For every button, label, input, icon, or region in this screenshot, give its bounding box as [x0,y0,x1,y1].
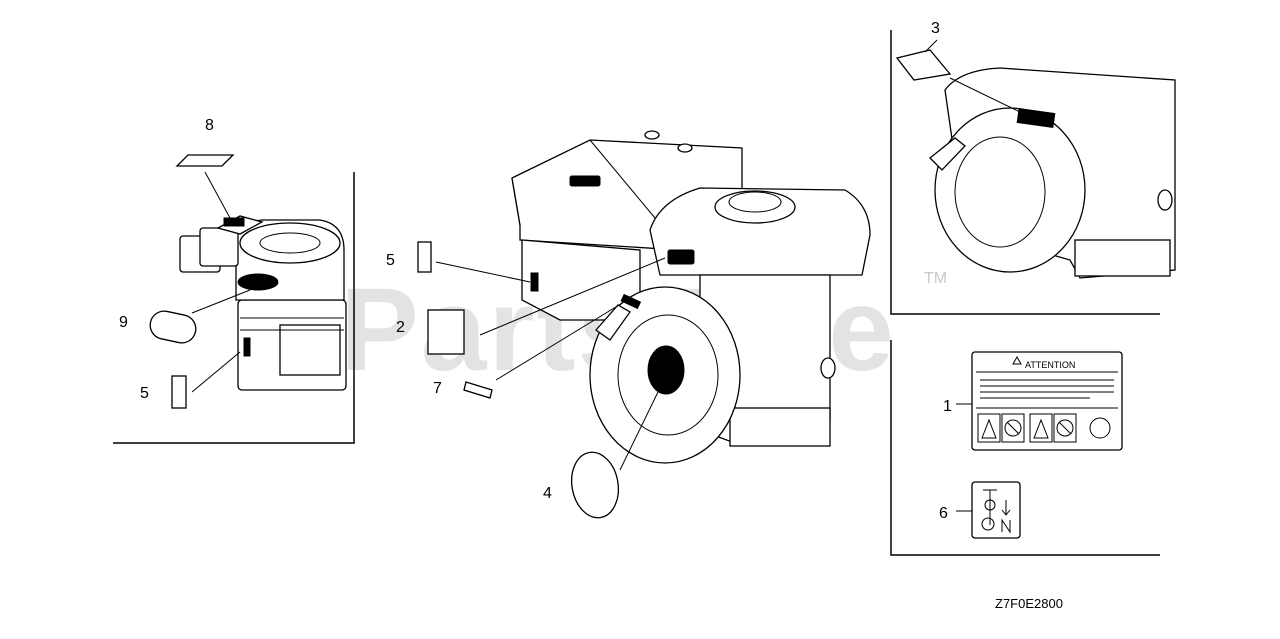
part-7-label-shape [463,381,493,399]
starter-emblem [647,345,685,395]
callout-6[interactable]: 6 [939,505,948,522]
leader-line-9 [191,289,251,314]
center-callouts: 5 2 7 4 [386,241,666,519]
left-inset-panel: 8 9 5 [113,117,355,444]
leader-line-3b [949,77,1021,113]
top-right-inset-panel: 3 [890,20,1176,315]
bottom-right-inset-panel: ATTENTION 1 [890,340,1160,556]
callout-7[interactable]: 7 [433,380,442,397]
callout-5-left[interactable]: 5 [140,385,149,402]
watermark-trademark: TM [924,270,947,287]
part-4-emblem-shape [570,451,620,519]
part-8-label-shape [175,154,235,167]
part-9-label-shape [149,310,197,344]
engine-block [521,239,641,321]
leader-line-3 [924,39,938,53]
inset-decal-location [1016,107,1056,129]
left-inset-border [113,172,355,444]
part-3-label-shape [895,49,952,81]
fuel-tank [649,187,871,276]
leader-line-4 [619,391,659,471]
top-right-inset-border [890,30,1160,315]
leader-line-5-center [435,261,531,283]
part-2-label-shape [427,309,465,355]
callout-2[interactable]: 2 [396,319,405,336]
attention-heading: ATTENTION [1025,360,1075,370]
callout-9[interactable]: 9 [119,314,128,331]
diagram-code: Z7F0E2800 [995,596,1063,611]
callout-8[interactable]: 8 [205,117,214,134]
left-inset-engine [179,215,347,391]
callout-3[interactable]: 3 [931,20,940,37]
part-6-fuel-valve-label [971,481,1021,539]
callout-4[interactable]: 4 [543,485,552,502]
leader-line-2 [479,257,666,336]
leader-line-7 [495,301,625,381]
leader-line-5-left [191,351,241,393]
bottom-right-inset-border [890,340,1160,556]
callout-5-center[interactable]: 5 [386,252,395,269]
part-5-center-label-shape [417,241,432,273]
part-5-left-label-shape [171,375,187,409]
part-1-attention-label: ATTENTION [971,351,1123,451]
main-engine [511,130,871,464]
leader-line-8 [204,171,231,219]
callout-1[interactable]: 1 [943,398,952,415]
